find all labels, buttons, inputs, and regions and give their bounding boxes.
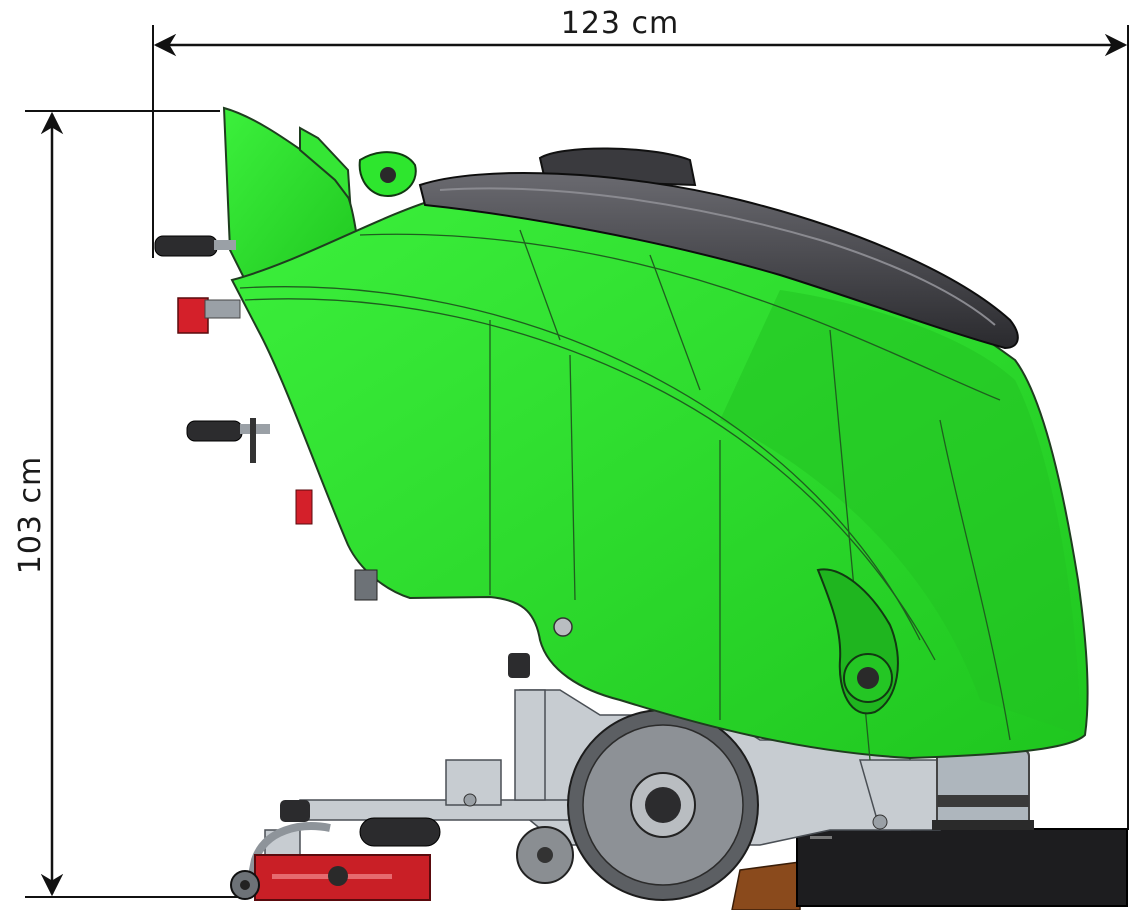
shell-shade [720, 290, 1080, 735]
body-screw [553, 617, 573, 637]
seam-line [939, 419, 1011, 741]
seam-line [359, 233, 1001, 401]
front-knob [508, 653, 530, 678]
seam-line [239, 286, 921, 641]
lever [250, 418, 256, 463]
squeegee-roller [359, 817, 441, 847]
tank-lid [358, 147, 1019, 350]
main-wheel [567, 709, 759, 901]
caster-hub [537, 847, 553, 863]
seam-line [244, 298, 936, 661]
handle-stem [214, 240, 236, 250]
rear-controls [154, 235, 530, 678]
grip-handle-icon [154, 235, 218, 257]
brush-plate [932, 820, 1034, 830]
red-switch-lower [295, 489, 313, 525]
height-dimension: 103 cm [13, 110, 240, 898]
red-switch [177, 297, 209, 334]
wheel-axle [645, 787, 681, 823]
red-switch-mount [204, 299, 241, 319]
machine-body [222, 106, 1089, 761]
rear-knob [354, 569, 378, 601]
rear-fin-tip [299, 126, 352, 204]
squeegee-assembly [230, 800, 441, 901]
grip-handle-icon [186, 420, 243, 442]
seam-line [519, 229, 561, 341]
height-label: 103 cm [13, 456, 48, 575]
brush-motor-ring [937, 795, 1029, 807]
lid-shell [418, 172, 1019, 350]
floor-base [731, 828, 1128, 910]
width-dimension: 123 cm [152, 6, 1129, 830]
brush-motor [932, 749, 1034, 830]
seam-line [569, 354, 576, 601]
frame-column [514, 689, 546, 801]
seam-line [649, 254, 701, 391]
wood-block [731, 861, 801, 910]
side-knob-center [857, 667, 879, 689]
rear-caster [516, 826, 574, 884]
brush-motor-housing [936, 749, 1030, 827]
frame-bolt [872, 814, 888, 830]
dark-base-block [796, 828, 1128, 907]
squeegee-adjust-knob [280, 800, 310, 822]
dark-base-label [810, 836, 832, 839]
lid-highlight [439, 187, 996, 326]
width-label: 123 cm [561, 6, 680, 41]
frame-bolt [463, 793, 477, 807]
lid-hinge-pin [380, 167, 396, 183]
squeegee-knob [328, 866, 348, 886]
squeegee-wheel-hub [240, 880, 250, 890]
